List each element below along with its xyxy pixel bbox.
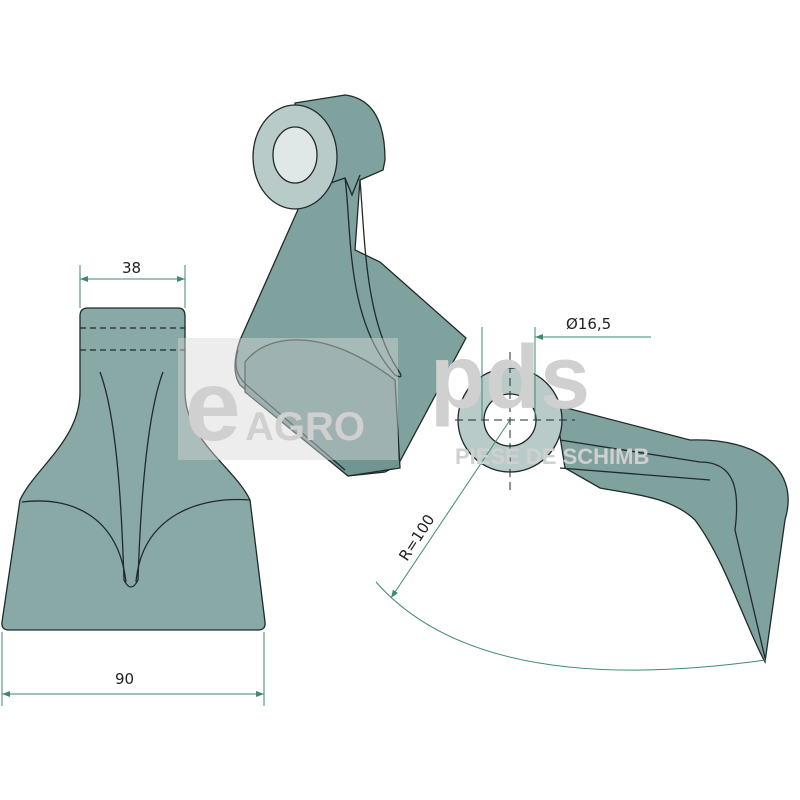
watermark: e AGRO pds PIESE DE SCHIMB xyxy=(178,328,649,469)
dimension-radius xyxy=(375,419,767,671)
front-view xyxy=(1,307,266,631)
watermark-pds: pds xyxy=(430,328,590,428)
dimension-38 xyxy=(79,265,186,308)
dimension-bore xyxy=(481,327,651,420)
dimension-bore-label: Ø16,5 xyxy=(566,315,611,333)
perspective-view xyxy=(234,94,467,477)
dimension-90-label: 90 xyxy=(115,670,134,688)
dimension-radius-label: R=100 xyxy=(395,511,438,564)
dimension-90 xyxy=(1,632,265,706)
watermark-tagline: PIESE DE SCHIMB xyxy=(455,444,649,469)
watermark-agro: AGRO xyxy=(245,405,365,449)
dimension-38-label: 38 xyxy=(122,259,141,277)
watermark-e: e xyxy=(185,350,241,462)
